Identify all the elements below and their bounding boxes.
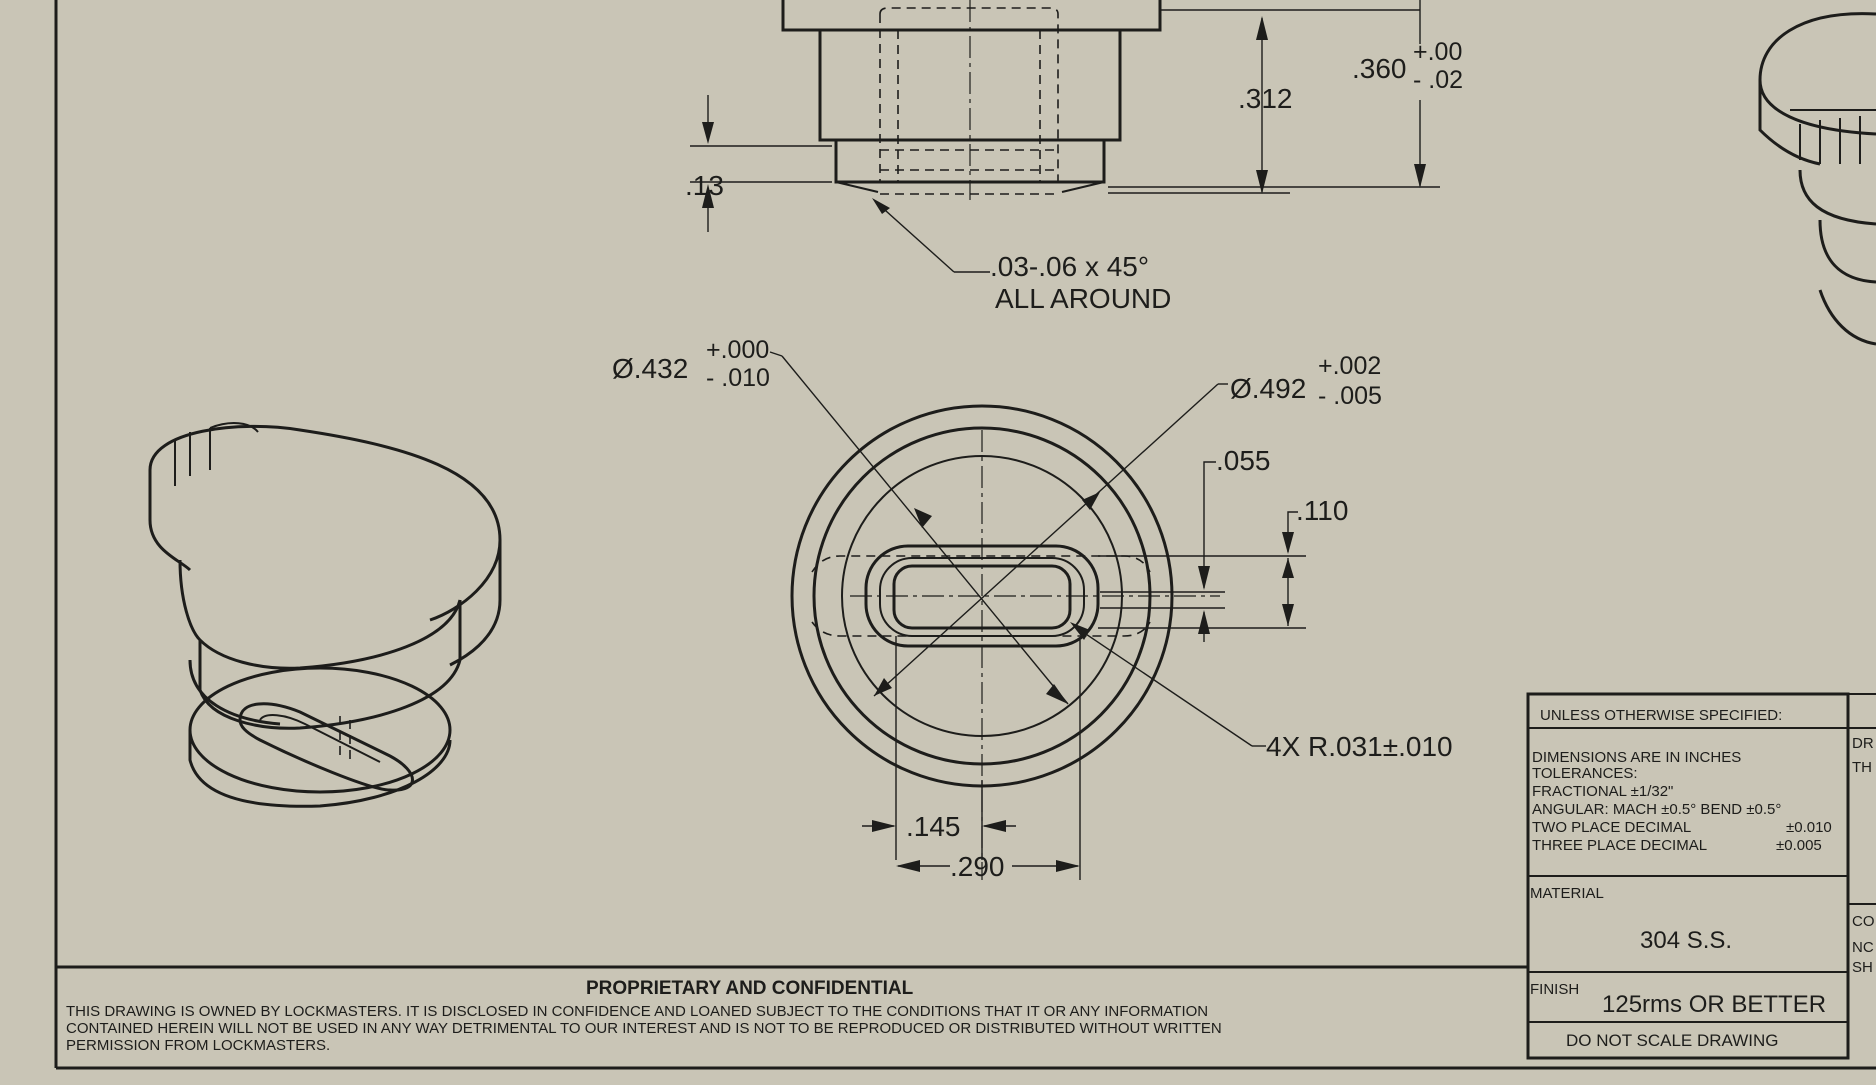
- dimension-dia-492: Ø.492 +.002 - .005: [1230, 352, 1382, 410]
- dimension-360-tol-plus: +.00: [1413, 38, 1462, 66]
- tb-cut-co: CO: [1852, 913, 1875, 930]
- partial-isometric-view: [1758, 12, 1876, 346]
- tb-cut-th: TH: [1852, 759, 1872, 776]
- tb-two-place-value: ±0.010: [1786, 819, 1832, 836]
- chamfer-line2: ALL AROUND: [995, 283, 1171, 314]
- tb-no-scale: DO NOT SCALE DRAWING: [1566, 1031, 1779, 1050]
- tb-fractional: FRACTIONAL ±1/32": [1532, 783, 1673, 800]
- dimension-312-label: .312: [1238, 83, 1293, 114]
- chamfer-callout: .03-.06 x 45° ALL AROUND: [872, 198, 1171, 314]
- dia-432-tol-minus: - .010: [706, 364, 770, 392]
- confidential-heading: PROPRIETARY AND CONFIDENTIAL: [586, 978, 914, 999]
- confidential-line3: PERMISSION FROM LOCKMASTERS.: [66, 1037, 330, 1054]
- confidential-line1: THIS DRAWING IS OWNED BY LOCKMASTERS. IT…: [66, 1003, 1208, 1020]
- front-view: [769, 351, 1228, 880]
- tb-tolerances: TOLERANCES:: [1532, 765, 1638, 782]
- dimension-dia-432: Ø.432 +.000 - .010: [612, 336, 770, 392]
- tb-dims-inches: DIMENSIONS ARE IN INCHES: [1532, 749, 1741, 766]
- dimension-290: .290: [896, 640, 1081, 882]
- tb-material-value: 304 S.S.: [1640, 927, 1732, 954]
- side-view: [781, 0, 1420, 200]
- tb-finish-value: 125rms OR BETTER: [1602, 991, 1826, 1018]
- dimension-110: .110: [1098, 495, 1348, 629]
- tb-three-place-value: ±0.005: [1776, 837, 1822, 854]
- tb-cut-nc: NC: [1852, 939, 1874, 956]
- tb-unless-specified: UNLESS OTHERWISE SPECIFIED:: [1540, 707, 1782, 724]
- dimension-110-label: .110: [1296, 495, 1348, 526]
- dia-432-tol-plus: +.000: [706, 336, 769, 364]
- tb-material-label: MATERIAL: [1530, 885, 1604, 902]
- title-block: UNLESS OTHERWISE SPECIFIED: DIMENSIONS A…: [1526, 692, 1876, 1060]
- dia-492-tol-minus: - .005: [1318, 382, 1382, 410]
- dia-492-tol-plus: +.002: [1318, 352, 1381, 380]
- tb-finish-label: FINISH: [1530, 981, 1579, 998]
- dimension-13-label: .13: [685, 170, 724, 201]
- dimension-145-label: .145: [906, 811, 961, 842]
- radius-label: 4X R.031±.010: [1266, 731, 1453, 762]
- dimension-360-tol-minus: - .02: [1413, 66, 1463, 94]
- tb-cut-sh: SH: [1852, 959, 1873, 976]
- radius-callout: 4X R.031±.010: [1070, 622, 1453, 762]
- isometric-view: [148, 422, 502, 808]
- sheet-border: [54, 0, 1876, 1070]
- dimension-145: .145: [862, 636, 1016, 860]
- dimension-13: .13: [685, 95, 832, 232]
- dimension-290-label: .290: [950, 851, 1005, 882]
- chamfer-line1: .03-.06 x 45°: [990, 251, 1149, 282]
- tb-cut-dr: DR: [1852, 735, 1874, 752]
- tb-two-place-label: TWO PLACE DECIMAL: [1532, 819, 1691, 836]
- tb-three-place-label: THREE PLACE DECIMAL: [1532, 837, 1707, 854]
- dimension-360-label: .360: [1352, 53, 1407, 84]
- confidential-line2: CONTAINED HEREIN WILL NOT BE USED IN ANY…: [66, 1020, 1222, 1037]
- dimension-055-label: .055: [1216, 445, 1271, 476]
- dia-492-label: Ø.492: [1230, 373, 1306, 404]
- dimension-055: .055: [1100, 445, 1271, 642]
- dimension-312: .312: [1108, 16, 1293, 194]
- dimension-360: .360 +.00 - .02: [1108, 0, 1463, 188]
- tb-angular: ANGULAR: MACH ±0.5° BEND ±0.5°: [1532, 801, 1781, 818]
- confidential-block: PROPRIETARY AND CONFIDENTIAL THIS DRAWIN…: [56, 965, 1528, 1054]
- dia-432-label: Ø.432: [612, 353, 688, 384]
